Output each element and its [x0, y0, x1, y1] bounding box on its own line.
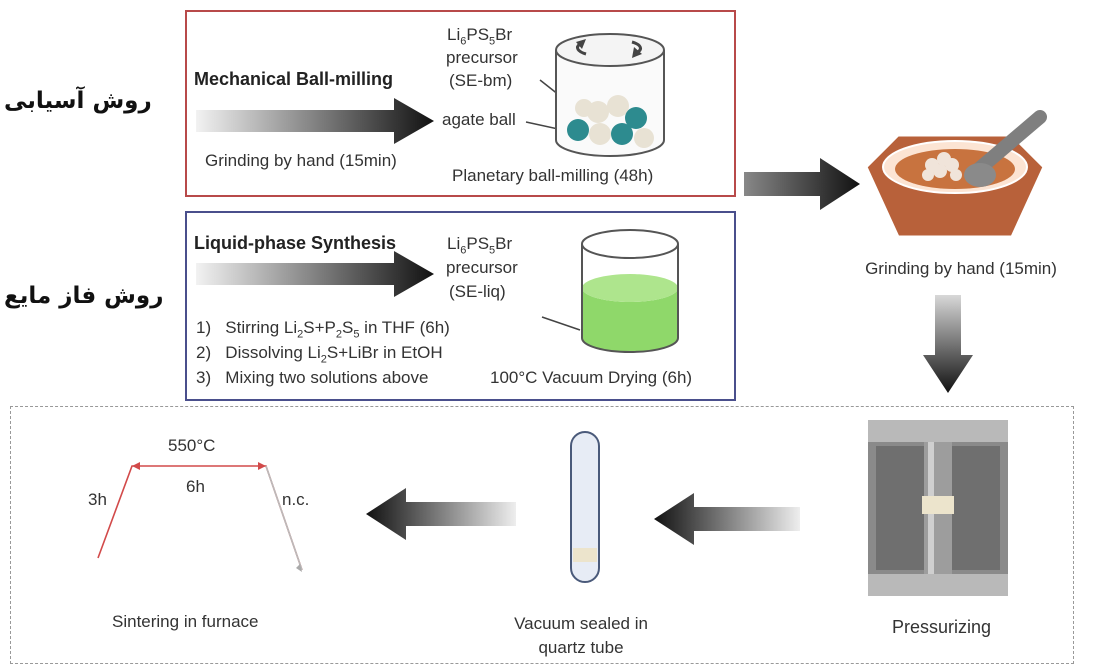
- teal-ball: [567, 119, 589, 141]
- ball-milling-label: Planetary ball-milling (48h): [452, 166, 654, 185]
- down-arrow: [923, 295, 973, 393]
- vacuum-label-line2: quartz tube: [538, 638, 624, 657]
- liquid-arrow: [196, 251, 434, 297]
- bottom-process-box: [10, 406, 1074, 664]
- cream-ball: [607, 95, 629, 117]
- teal-ball: [625, 107, 647, 129]
- cream-ball: [634, 128, 654, 148]
- cream-ball: [575, 99, 593, 117]
- mechanical-title: Mechanical Ball-milling: [194, 69, 394, 89]
- mortar-pestle-icon: [864, 110, 1047, 239]
- mechanical-precursor-tag: (SE-bm): [449, 71, 513, 90]
- sample: [573, 548, 597, 562]
- mechanical-arrow: [196, 98, 434, 144]
- left-arrow-2: [366, 488, 516, 540]
- vacuum-drying-label: 100°C Vacuum Drying (6h): [490, 368, 693, 387]
- pellet: [922, 496, 954, 514]
- liquid-synthesis-box: [185, 211, 736, 401]
- ramp-time-label: 3h: [88, 490, 107, 509]
- cooling-segment: [265, 465, 303, 571]
- mechanical-precursor-formula: Li6PS5Br: [447, 25, 513, 48]
- vacuum-label-line1: Vacuum sealed in: [514, 614, 648, 633]
- to-mortar-arrow: [744, 158, 860, 210]
- sinter-temp-label: 550°C: [168, 436, 216, 455]
- sintering-label: Sintering in furnace: [112, 612, 259, 631]
- precursor-pointer: [541, 316, 581, 331]
- beaker-icon: [541, 229, 679, 353]
- liquid-precursor-word: precursor: [446, 258, 518, 277]
- natural-cooling-label: n.c.: [282, 490, 310, 509]
- mechanical-milling-box: [185, 10, 736, 197]
- quartz-tube-icon: [570, 431, 600, 583]
- liquid-precursor-formula: Li6PS5Br: [447, 234, 513, 257]
- press-icon: [868, 420, 1008, 596]
- hold-arrow-right: [258, 462, 266, 470]
- vacuum-sealed-label: Vacuum sealed in quartz tube: [474, 612, 688, 660]
- sintering-profile-chart: [97, 462, 303, 572]
- liquid-step-2: 2) Dissolving Li2S+LiBr in EtOH: [196, 343, 443, 366]
- mechanical-hand-label: Grinding by hand (15min): [205, 151, 397, 170]
- left-arrow-1: [654, 493, 800, 545]
- teal-ball: [611, 123, 633, 145]
- mechanical-precursor-word: precursor: [446, 48, 518, 67]
- liquid-step-1: 1) Stirring Li2S+P2S5 in THF (6h): [196, 318, 450, 341]
- ball-mill-jar-icon: [525, 33, 665, 157]
- pressurizing-label: Pressurizing: [892, 617, 992, 637]
- hold-arrow-left: [132, 462, 140, 470]
- milling-method-label: روش آسیابی: [4, 88, 152, 114]
- liquid-method-label: روش فاز مایع: [4, 283, 164, 309]
- liquid-step-3: 3) Mixing two solutions above: [196, 368, 429, 387]
- grinding-hand-label: Grinding by hand (15min): [865, 259, 1057, 278]
- liquid-title: Liquid-phase Synthesis: [194, 233, 397, 253]
- agate-ball-label: agate ball: [442, 110, 516, 129]
- hold-time-label: 6h: [186, 477, 205, 496]
- liquid-precursor-tag: (SE-liq): [449, 282, 506, 301]
- cream-ball: [589, 123, 611, 145]
